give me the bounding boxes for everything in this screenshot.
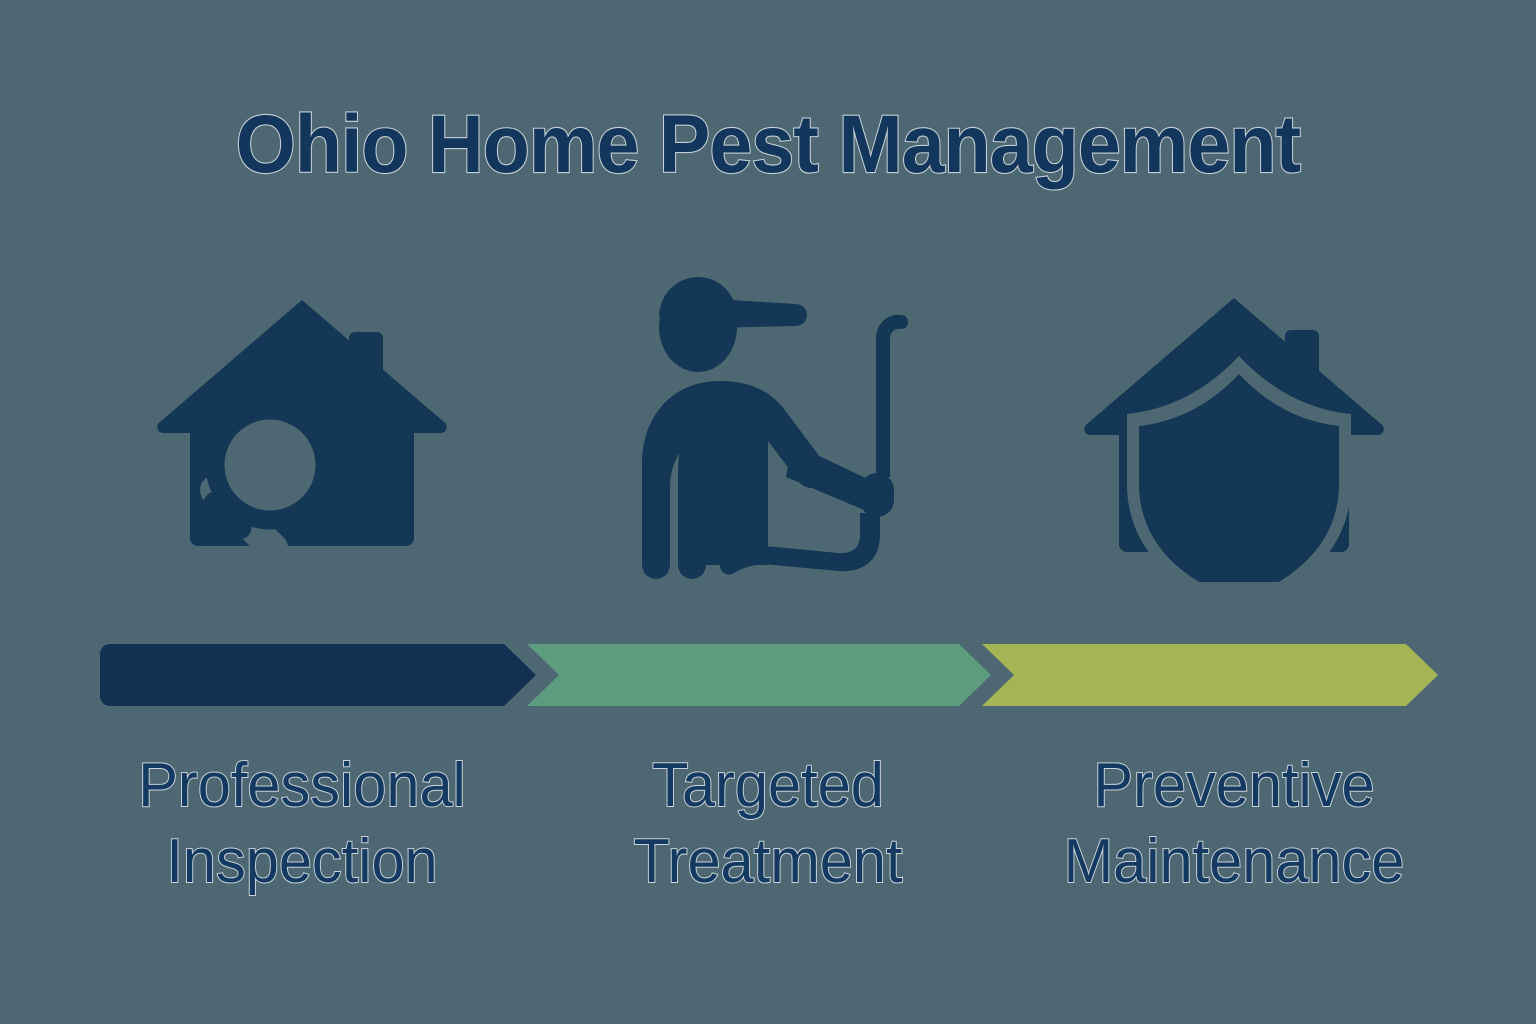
arrow-step-1 [100, 644, 536, 706]
process-arrow-band [0, 644, 1536, 708]
house-shield-icon [1012, 272, 1456, 592]
step-column-1 [80, 272, 524, 592]
pest-technician-icon [546, 272, 990, 592]
step-label-2-line-1: Targeted [651, 750, 885, 821]
step-label-3-line-1: Preventive [1092, 750, 1375, 821]
page-title: Ohio Home Pest Management [235, 99, 1302, 190]
step-column-2 [546, 272, 990, 592]
arrow-step-3 [982, 644, 1438, 706]
step-label-3: Preventive Maintenance [1021, 748, 1447, 899]
step-label-2: Targeted Treatment [555, 748, 981, 899]
step-label-1: Professional Inspection [89, 748, 515, 899]
step-label-3-line-2: Maintenance [1063, 826, 1406, 897]
step-label-1-line-1: Professional [137, 750, 466, 821]
step-label-2-line-2: Treatment [633, 826, 904, 897]
house-magnifier-icon [80, 272, 524, 592]
step-column-3 [1012, 272, 1456, 592]
arrow-step-2 [527, 644, 991, 706]
step-label-1-line-2: Inspection [165, 826, 438, 897]
